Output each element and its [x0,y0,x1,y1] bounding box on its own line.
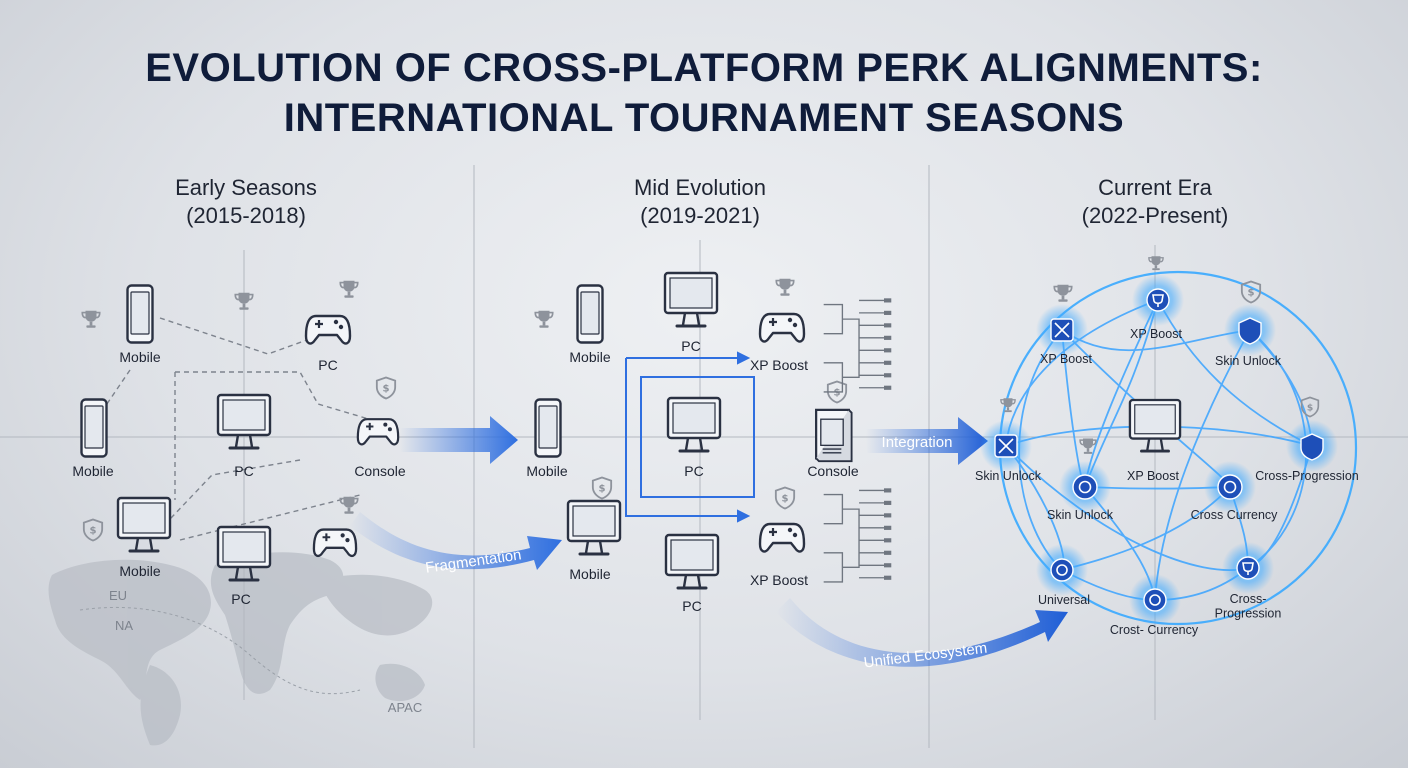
current-label-cross-currency-center: Cross Currency [1191,508,1279,522]
early-label-mobile-3: Mobile [119,563,160,579]
current-label-cross-currency-bottom: Crost- Currency [1110,623,1199,637]
era-early-years: (2015-2018) [186,203,306,228]
cross-progression-node-icon [1300,433,1324,461]
currency-shield-icon [1300,396,1320,418]
region-label-apac: APAC [388,700,422,715]
unified-ecosystem-label: Unified Ecosystem [863,640,988,672]
current-label-xp-boost-left: XP Boost [1040,352,1092,366]
trophy-icon [81,309,101,329]
gamepad-icon [356,418,400,446]
gamepad-icon [312,528,358,558]
fragmentation-arrow [350,512,562,570]
gamepad-icon [758,312,806,343]
pc-monitor-icon [663,271,719,328]
skin-unlock-node-icon [1238,317,1262,345]
trophy-icon [339,279,359,299]
era-current-name: Current Era [1098,175,1212,200]
trophy-icon [1000,397,1016,413]
era-mid-heading: Mid Evolution (2019-2021) [540,174,860,230]
cross-currency-node-icon [1143,588,1167,612]
trophy-icon [1148,255,1164,271]
current-label-skin-unlock-center: Skin Unlock [1047,508,1114,522]
mid-label-pc-center: PC [684,463,703,479]
mid-label-mobile-2: Mobile [526,463,567,479]
currency-shield-icon [774,486,796,510]
current-label-universal: Universal [1038,593,1090,607]
mid-icons [534,271,893,590]
mid-label-xp-boost-1: XP Boost [750,357,808,373]
mid-label-xp-boost-2: XP Boost [750,572,808,588]
current-label-skin-unlock-top: Skin Unlock [1215,354,1282,368]
unified-ecosystem-arrow [776,598,1068,667]
pc-monitor-icon [666,396,722,453]
current-label-xp-boost-center: XP Boost [1127,469,1179,483]
trophy-node-icon [1146,288,1170,312]
era-early-heading: Early Seasons (2015-2018) [86,174,406,230]
early-label-mobile-1: Mobile [119,349,160,365]
currency-shield-icon [1240,280,1262,304]
universal-node-icon [1050,558,1074,582]
transition-arrow-right [400,416,518,464]
early-icons [80,279,400,582]
tournament-bracket-icon [822,297,893,393]
gamepad-icon [758,522,806,553]
pc-monitor-icon [664,533,720,590]
title-line-2: INTERNATIONAL TOURNAMENT SEASONS [283,96,1125,140]
cross-progression-node-icon [1236,556,1260,580]
gamepad-icon [304,314,352,345]
era-early-name: Early Seasons [175,175,317,200]
skin-unlock-node-icon [1072,474,1098,500]
trophy-icon [534,309,554,329]
pc-monitor-icon [116,496,172,553]
fragmentation-label: Fragmentation [424,546,522,576]
mid-label-pc-bottom: PC [682,598,701,614]
current-network [980,255,1358,626]
region-label-na: NA [115,618,133,633]
integration-label: Integration [882,434,953,451]
currency-shield-icon [375,376,397,400]
console-icon [814,408,853,463]
cross-currency-node-icon [1217,474,1243,500]
integration-frame [625,351,755,523]
early-dashed-links [95,317,373,541]
era-current-heading: Current Era (2022-Present) [995,174,1315,230]
mobile-phone-icon [126,284,154,344]
glow-nodes [980,274,1338,626]
mobile-phone-icon [80,398,108,458]
mid-label-pc-top: PC [681,338,700,354]
era-mid-years: (2019-2021) [640,203,760,228]
trophy-icon [1053,283,1073,303]
mobile-phone-icon [534,398,562,458]
era-current-years: (2022-Present) [1081,203,1229,228]
trophy-icon [775,277,795,297]
integration-arrow [866,417,988,465]
mid-label-mobile-3: Mobile [569,566,610,582]
current-label-xp-boost-top: XP Boost [1130,327,1182,341]
mobile-phone-icon [576,284,604,344]
early-label-mobile-2: Mobile [72,463,113,479]
mid-label-mobile-1: Mobile [569,349,610,365]
early-label-console: Console [354,463,406,479]
region-label-eu: EU [109,588,127,603]
currency-shield-icon [591,476,613,500]
era-mid-name: Mid Evolution [633,175,767,200]
early-label-pc-2: PC [234,463,253,479]
tournament-bracket-icon [822,487,893,583]
title-line-1: EVOLUTION OF CROSS-PLATFORM PERK ALIGNME… [145,46,1263,90]
mid-label-console: Console [807,463,859,479]
current-label-skin-unlock-left: Skin Unlock [975,469,1042,483]
pc-monitor-icon [566,499,622,556]
current-label-cross-progression-right: Cross-Progression [1255,469,1359,483]
trophy-icon [234,291,254,311]
trophy-icon [339,495,359,515]
current-label-cross-progression-bottom: Cross-Progression [1215,592,1282,620]
currency-shield-icon [82,518,104,542]
early-label-pc-1: PC [318,357,337,373]
early-label-pc-3: PC [231,591,250,607]
